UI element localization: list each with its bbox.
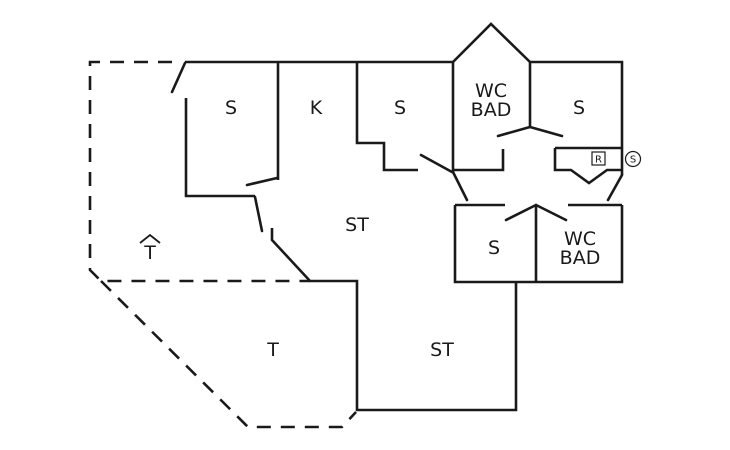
door-bedroom-3 [528, 125, 564, 138]
wall-wc-bottom [453, 149, 505, 172]
door-hall-right [606, 173, 624, 202]
room-label-kitchen: K [310, 97, 323, 119]
closet-symbols: R S [591, 150, 642, 168]
room-label-terrace-lower: T [266, 339, 279, 361]
wall-bedroom-1 [184, 98, 255, 198]
terrace-outlines [88, 60, 357, 429]
wall-closet-bottom [553, 148, 622, 185]
door-bedroom-2 [419, 153, 454, 174]
terrace-lower-outline [100, 280, 357, 429]
door-bedroom-1-outer [170, 61, 187, 94]
walls [184, 22, 624, 412]
r-label: R [595, 155, 602, 166]
roof-arrow-icon [139, 233, 161, 244]
door-kitchen [245, 176, 279, 187]
wall-living [270, 228, 518, 412]
door-bedroom-4 [504, 203, 538, 222]
room-label-wc-1: WC [475, 80, 507, 102]
room-label-bedroom-2: S [394, 97, 406, 119]
room-label-bad-1: BAD [471, 99, 512, 121]
s-circle-label: S [630, 155, 636, 166]
r-box [591, 151, 606, 166]
wall-lower-block [453, 205, 624, 284]
room-label-living-2: ST [430, 339, 454, 361]
room-labels: S K S WC BAD S ST S WC BAD T ST T [143, 80, 600, 361]
room-label-bedroom-1: S [225, 97, 237, 119]
door-wc-1 [496, 125, 532, 138]
room-label-wc-2: WC [564, 228, 596, 250]
wall-k-s2 [355, 62, 418, 172]
door-hall-left [451, 170, 469, 202]
terrace-upper-outline [88, 60, 310, 283]
door-wc-2 [534, 203, 568, 222]
doors [170, 61, 624, 233]
room-label-bedroom-4: S [488, 237, 500, 259]
room-label-bad-2: BAD [560, 247, 601, 269]
s-circle [624, 150, 642, 168]
room-label-bedroom-3: S [573, 97, 585, 119]
room-label-living-1: ST [345, 214, 369, 236]
room-label-terrace-upper: T [143, 242, 156, 264]
door-bedroom-1 [253, 195, 264, 233]
